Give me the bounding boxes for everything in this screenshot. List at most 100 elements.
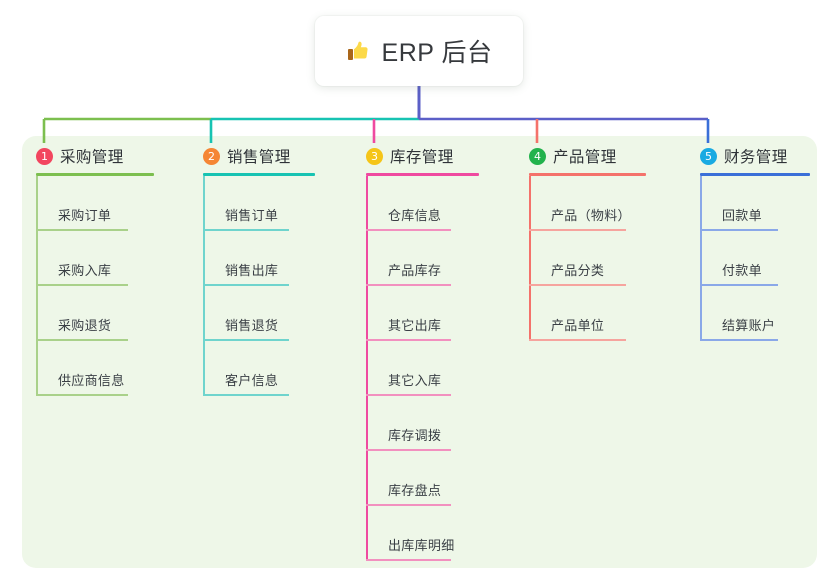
menu-item[interactable]: 库存盘点 <box>366 451 479 506</box>
menu-item-rule <box>366 559 451 561</box>
column-rule-5 <box>700 173 810 176</box>
column-items-2: 销售订单销售出库销售退货客户信息 <box>203 176 315 396</box>
menu-item[interactable]: 销售退货 <box>203 286 315 341</box>
menu-item-label: 其它出库 <box>388 318 442 333</box>
column-header-1[interactable]: 1 采购管理 <box>36 145 154 167</box>
column-items-1: 采购订单采购入库采购退货供应商信息 <box>36 176 154 396</box>
menu-item-rule <box>700 284 778 286</box>
column-5: 5 财务管理回款单付款单结算账户 <box>700 145 810 341</box>
menu-item[interactable]: 供应商信息 <box>36 341 154 396</box>
menu-item[interactable]: 付款单 <box>700 231 810 286</box>
menu-item-label: 采购入库 <box>58 263 112 278</box>
column-badge-3: 3 <box>366 147 383 165</box>
column-spine-1 <box>36 176 38 396</box>
menu-item[interactable]: 产品分类 <box>529 231 646 286</box>
thumbs-up-icon <box>347 41 368 60</box>
column-title-2: 销售管理 <box>227 149 291 166</box>
menu-item-rule <box>36 394 128 396</box>
menu-item[interactable]: 仓库信息 <box>366 176 479 231</box>
menu-item[interactable]: 采购订单 <box>36 176 154 231</box>
menu-item[interactable]: 客户信息 <box>203 341 315 396</box>
menu-item[interactable]: 销售出库 <box>203 231 315 286</box>
menu-item-rule <box>203 339 289 341</box>
column-title-3: 库存管理 <box>390 149 454 166</box>
menu-item-label: 销售订单 <box>225 208 279 223</box>
menu-item[interactable]: 采购入库 <box>36 231 154 286</box>
column-rule-1 <box>36 173 154 176</box>
column-rule-3 <box>366 173 479 176</box>
menu-item-rule <box>203 394 289 396</box>
menu-item[interactable]: 采购退货 <box>36 286 154 341</box>
root-title: ERP 后台 <box>381 39 493 67</box>
column-spine-3 <box>366 176 368 561</box>
column-rule-4 <box>529 173 646 176</box>
column-items-4: 产品（物料） 产品分类产品单位 <box>529 176 646 341</box>
menu-item-label: 付款单 <box>722 263 762 278</box>
menu-item-label: 回款单 <box>722 208 762 223</box>
menu-item-rule <box>36 229 128 231</box>
menu-item-rule <box>529 284 626 286</box>
column-badge-2: 2 <box>203 147 220 165</box>
menu-item[interactable]: 产品（物料） <box>529 176 646 231</box>
column-spine-5 <box>700 176 702 341</box>
menu-item[interactable]: 产品库存 <box>366 231 479 286</box>
column-header-5[interactable]: 5 财务管理 <box>700 145 810 167</box>
menu-item-label: 采购退货 <box>58 318 112 333</box>
menu-item[interactable]: 出库库明细 <box>366 506 479 561</box>
column-rule-2 <box>203 173 315 176</box>
root-node[interactable]: ERP 后台 <box>315 16 523 86</box>
menu-item[interactable]: 产品单位 <box>529 286 646 341</box>
menu-item[interactable]: 库存调拨 <box>366 396 479 451</box>
columns-panel <box>22 136 817 568</box>
menu-item-label: 产品单位 <box>551 318 605 333</box>
menu-item[interactable]: 销售订单 <box>203 176 315 231</box>
menu-item-label: 库存调拨 <box>388 428 442 443</box>
menu-item-label: 其它入库 <box>388 373 442 388</box>
menu-item-rule <box>366 394 451 396</box>
menu-item-rule <box>203 229 289 231</box>
menu-item-label: 库存盘点 <box>388 483 442 498</box>
column-items-5: 回款单付款单结算账户 <box>700 176 810 341</box>
menu-item-rule <box>700 339 778 341</box>
menu-item-label: 出库库明细 <box>388 538 455 553</box>
menu-item-rule <box>366 284 451 286</box>
column-1: 1 采购管理采购订单采购入库采购退货供应商信息 <box>36 145 154 396</box>
column-title-1: 采购管理 <box>60 149 124 166</box>
menu-item-rule <box>529 229 626 231</box>
menu-item-label: 仓库信息 <box>388 208 442 223</box>
menu-item-rule <box>36 339 128 341</box>
column-title-4: 产品管理 <box>553 149 617 166</box>
column-header-3[interactable]: 3 库存管理 <box>366 145 479 167</box>
menu-item-label: 结算账户 <box>722 318 776 333</box>
column-header-2[interactable]: 2 销售管理 <box>203 145 315 167</box>
menu-item-rule <box>366 229 451 231</box>
menu-item-rule <box>366 504 451 506</box>
menu-item-label: 客户信息 <box>225 373 279 388</box>
menu-item-rule <box>36 284 128 286</box>
column-2: 2 销售管理销售订单销售出库销售退货客户信息 <box>203 145 315 396</box>
menu-item-label: 产品库存 <box>388 263 442 278</box>
menu-item[interactable]: 结算账户 <box>700 286 810 341</box>
menu-item[interactable]: 其它出库 <box>366 286 479 341</box>
column-items-3: 仓库信息产品库存其它出库其它入库库存调拨库存盘点出库库明细 <box>366 176 479 561</box>
menu-item-rule <box>700 229 778 231</box>
menu-item[interactable]: 回款单 <box>700 176 810 231</box>
menu-item-rule <box>203 284 289 286</box>
menu-item-rule <box>366 449 451 451</box>
menu-item-label: 销售出库 <box>225 263 279 278</box>
menu-item-rule <box>529 339 626 341</box>
column-spine-4 <box>529 176 531 341</box>
column-badge-1: 1 <box>36 147 53 165</box>
menu-item-label: 供应商信息 <box>58 373 125 388</box>
menu-item-rule <box>366 339 451 341</box>
column-3: 3 库存管理仓库信息产品库存其它出库其它入库库存调拨库存盘点出库库明细 <box>366 145 479 561</box>
column-spine-2 <box>203 176 205 396</box>
menu-item[interactable]: 其它入库 <box>366 341 479 396</box>
menu-item-label: 销售退货 <box>225 318 279 333</box>
column-title-5: 财务管理 <box>724 149 788 166</box>
column-badge-5: 5 <box>700 147 717 165</box>
menu-item-label: 产品（物料） <box>551 208 631 223</box>
